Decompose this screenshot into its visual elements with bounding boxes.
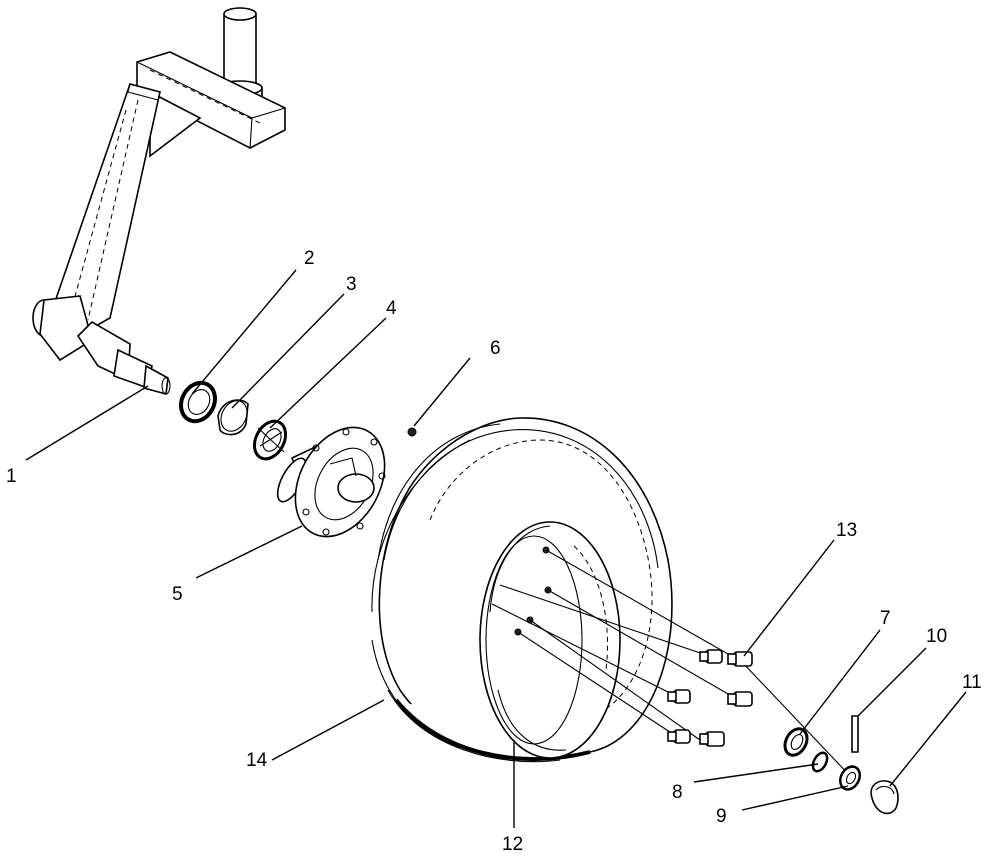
spindle-washer [811,751,829,773]
callout-14: 14 [246,750,268,771]
castle-nut [839,765,861,791]
grease-fitting [407,427,417,437]
grease-seal [179,380,217,424]
callout-labels: 1 2 3 4 5 6 7 8 9 10 11 12 13 14 [6,248,982,855]
bearing-cone [252,419,288,461]
callout-4: 4 [386,298,397,319]
wheel-bolts [667,649,753,747]
wheel-bolt [667,729,691,744]
callout-6: 6 [490,338,501,359]
callout-1: 1 [6,466,17,487]
leader-lines [25,269,967,828]
cotter-pin [851,715,859,753]
callout-2: 2 [304,248,315,269]
bolt-centerlines [491,549,853,779]
callout-5: 5 [172,584,183,605]
wheel-rim [479,521,621,759]
callout-7: 7 [880,608,891,629]
dust-cap [870,780,899,815]
callout-10: 10 [926,626,947,647]
wheel-bolt [699,649,723,664]
callout-13: 13 [836,520,857,541]
wheel-bolt [727,691,753,707]
callout-9: 9 [716,806,727,827]
wheel-bolt [727,651,753,667]
wheel-bolt [667,689,691,704]
spindle-arm [32,7,286,396]
callout-12: 12 [502,834,523,855]
callout-8: 8 [672,782,683,803]
wheel-hub [276,426,386,538]
callout-3: 3 [346,274,357,295]
bearing-cup [217,399,249,436]
callout-11: 11 [962,672,982,693]
wheel-bolt [699,731,725,747]
